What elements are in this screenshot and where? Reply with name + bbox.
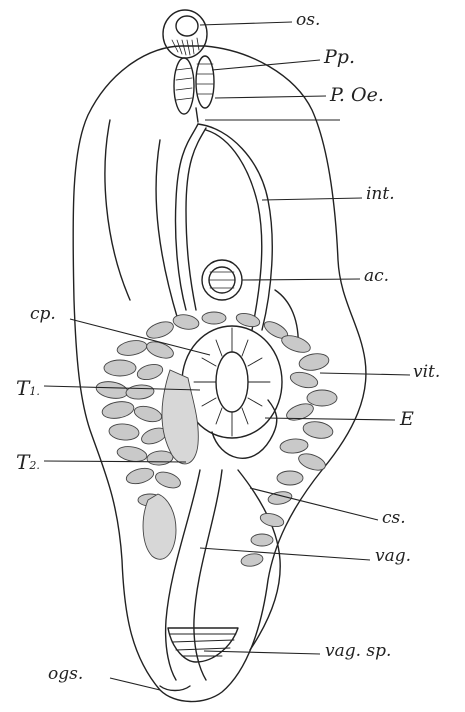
label-vagsp: vag. sp.: [325, 643, 391, 660]
leader-e: [265, 418, 395, 420]
pharynx-left: [174, 58, 194, 114]
label-t2-subscript: 2.: [29, 459, 40, 472]
label-t2-letter: T: [16, 450, 29, 474]
vitelline-follicle: [259, 511, 285, 529]
oral-sucker-inner: [176, 16, 198, 36]
label-vit: vit.: [413, 364, 440, 381]
vitelline-follicle: [240, 552, 264, 568]
vitelline-follicle: [202, 312, 226, 324]
vitelline-follicle: [144, 319, 175, 342]
vitelline-follicle: [101, 399, 135, 420]
oesophagus: [196, 108, 198, 122]
cirrus-pouch-ribs: [194, 328, 270, 436]
leader-os: [200, 22, 292, 25]
label-t2: T2.: [16, 452, 40, 472]
label-t1-letter: T: [16, 376, 29, 400]
intestine-right-inner: [206, 130, 262, 330]
vitelline-follicle: [136, 362, 165, 382]
genital-opening: [160, 686, 190, 691]
label-ac: ac.: [364, 268, 389, 285]
vitelline-follicle: [279, 438, 308, 454]
testis-2: [143, 494, 176, 559]
label-pp: Pp.: [324, 48, 355, 67]
intestine-left-inner: [186, 128, 206, 310]
vitelline-follicle: [307, 390, 337, 406]
leader-poe: [215, 96, 326, 98]
label-cs: cs.: [382, 510, 406, 527]
label-t1: T1.: [16, 378, 40, 398]
cirrus-pouch-core: [216, 352, 248, 412]
label-int: int.: [366, 186, 395, 203]
vitelline-follicle: [95, 379, 129, 400]
label-os: os.: [296, 12, 320, 29]
testis-1: [162, 370, 198, 464]
vitelline-follicle: [116, 339, 148, 358]
vitelline-follicles: [95, 311, 337, 568]
label-e: E: [400, 410, 414, 429]
vitelline-follicle: [284, 401, 315, 424]
label-cp: cp.: [30, 306, 56, 323]
label-t1-subscript: 1.: [29, 385, 40, 398]
label-poe: P. Oe.: [330, 86, 384, 105]
leader-vit: [320, 373, 410, 375]
vaginal-sphincter: [168, 628, 238, 662]
intestine-left-contour: [156, 140, 178, 320]
body-inner-contour: [105, 120, 130, 300]
acetabulum-rays: [209, 272, 235, 288]
vagina-left: [166, 470, 200, 680]
leader-int: [262, 198, 362, 200]
leader-pp: [212, 60, 320, 70]
vitelline-follicle: [277, 471, 303, 485]
vitelline-follicle: [104, 360, 136, 376]
vitelline-follicle: [298, 352, 330, 373]
vitelline-follicle: [125, 466, 156, 487]
vitelline-follicle: [153, 469, 182, 491]
vitelline-follicle: [133, 404, 164, 425]
leader-vag: [200, 548, 370, 560]
vitelline-follicle: [302, 420, 334, 441]
vitelline-follicle: [125, 384, 154, 400]
vitelline-follicle: [116, 445, 148, 464]
label-vag: vag.: [375, 548, 411, 565]
vitelline-follicle: [108, 423, 139, 442]
label-ogs: ogs.: [48, 666, 83, 683]
vitelline-follicle: [289, 370, 320, 391]
vitelline-follicle: [251, 534, 273, 546]
vitelline-follicle: [146, 450, 173, 466]
